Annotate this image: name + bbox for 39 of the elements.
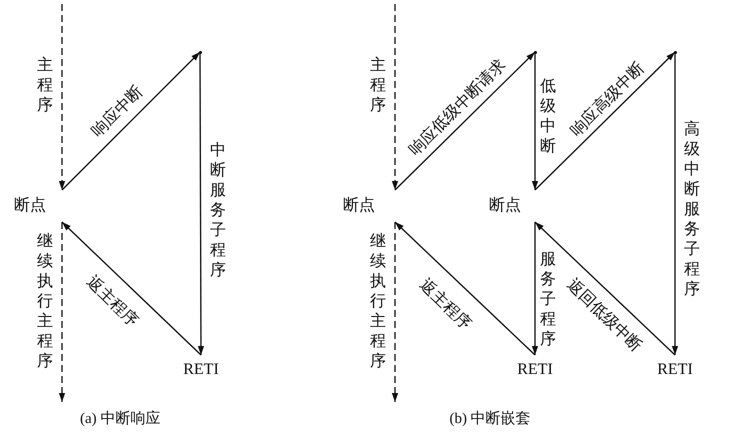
dashed-arrow <box>392 222 398 402</box>
return-label: RETI <box>512 355 558 375</box>
edge-label: 返主程序 <box>416 276 474 334</box>
arrow <box>532 222 538 355</box>
edge-label: 响应高级中断 <box>568 60 648 140</box>
dashed-arrow <box>58 4 66 190</box>
arrow <box>394 222 536 356</box>
return-label: RETI <box>652 355 698 375</box>
edge-label: 继续执行主程序 <box>36 232 54 372</box>
figure-caption: (b) 中断嵌套 <box>450 410 531 428</box>
arrow <box>534 222 676 356</box>
edge-label: 高级中断服务子程序 <box>684 120 700 300</box>
edge-label: 响应中断 <box>89 83 147 141</box>
return-label: RETI <box>178 355 224 375</box>
arrow <box>394 52 536 190</box>
arrow <box>672 52 678 355</box>
dashed-arrow <box>392 4 398 190</box>
arrow <box>532 52 538 190</box>
vertex-point <box>198 50 202 54</box>
edge-label: 低级中断 <box>540 77 556 157</box>
breakpoint-label: 断点 <box>14 190 62 222</box>
breakpoint-label: 断点 <box>489 190 535 222</box>
figure-caption: (a) 中断响应 <box>80 409 160 428</box>
arrow <box>62 52 200 190</box>
edge-label: 响应低级中断请求 <box>406 56 510 160</box>
edge-label: 主程序 <box>370 56 386 116</box>
edge-label: 主程序 <box>36 56 54 116</box>
edge-label: 中断服务子程序 <box>210 141 226 281</box>
edge-label: 返回低级中断 <box>563 276 645 356</box>
dashed-arrow <box>58 222 66 402</box>
vertex-point <box>534 50 536 54</box>
arrow <box>198 52 204 355</box>
edge-label: 服务子程序 <box>540 250 556 350</box>
edge-label: 继续执行主程序 <box>370 232 386 372</box>
arrow <box>62 222 202 356</box>
vertex-point <box>674 50 676 54</box>
edge-label: 返主程序 <box>82 273 142 331</box>
breakpoint-label: 断点 <box>343 190 395 222</box>
arrow <box>534 52 676 190</box>
